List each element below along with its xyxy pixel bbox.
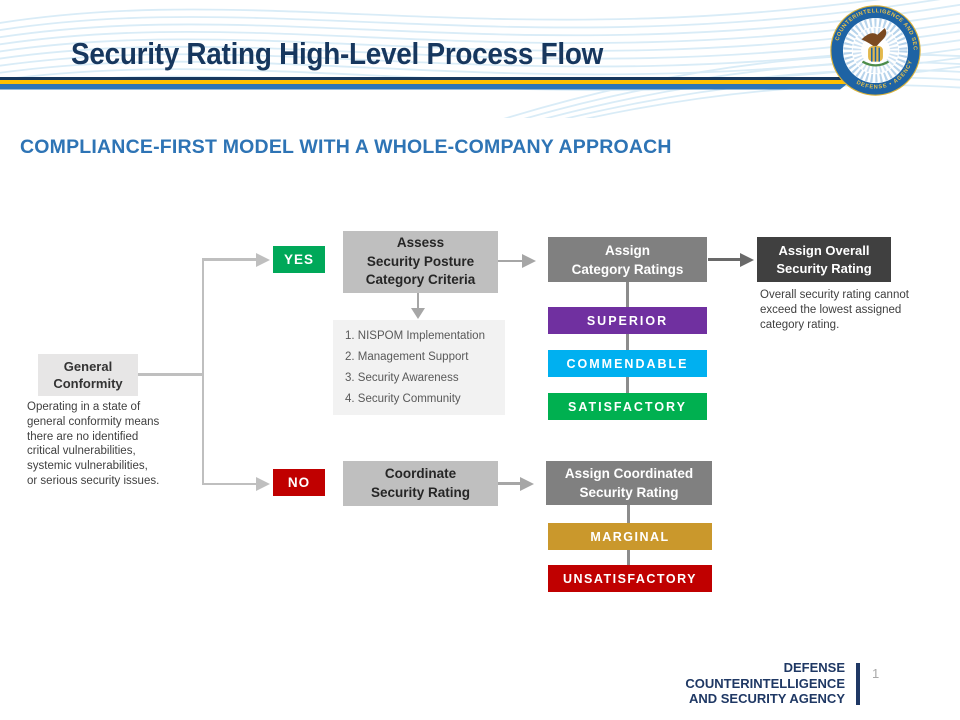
rating-chip-superior: SUPERIOR xyxy=(548,307,707,334)
footer-divider xyxy=(856,663,860,705)
eagle-glyph xyxy=(861,28,887,48)
general-conformity-box: General Conformity xyxy=(38,354,138,396)
page-number: 1 xyxy=(872,666,880,681)
connector-line xyxy=(138,373,203,376)
rating-chip-satisfactory: SATISFACTORY xyxy=(548,393,707,420)
page-title: Security Rating High-Level Process Flow xyxy=(71,36,604,71)
category-criteria-list: 1. NISPOM Implementation 2. Management S… xyxy=(333,320,505,415)
connector-line xyxy=(498,259,523,262)
connector-line xyxy=(416,293,419,309)
no-badge: NO xyxy=(273,469,325,496)
yes-badge: YES xyxy=(273,246,325,273)
title-rule xyxy=(0,77,856,90)
arrow-right-icon xyxy=(520,476,534,491)
connector-line xyxy=(498,482,521,485)
assign-overall-rating-box: Assign Overall Security Rating xyxy=(757,237,891,282)
criteria-item: 1. NISPOM Implementation xyxy=(345,330,485,343)
overall-rating-note: Overall security rating cannot exceed th… xyxy=(760,289,909,331)
connector-line xyxy=(708,258,741,261)
connector-line xyxy=(626,282,629,394)
rating-chip-commendable: COMMENDABLE xyxy=(548,350,707,377)
arrow-right-icon xyxy=(740,252,754,267)
assign-category-ratings-box: Assign Category Ratings xyxy=(548,237,707,282)
criteria-item: 2. Management Support xyxy=(345,351,469,364)
arrow-down-icon xyxy=(410,308,425,319)
agency-seal-icon: COUNTERINTELLIGENCE AND SECURITY DEFENSE… xyxy=(829,4,921,96)
criteria-item: 4. Security Community xyxy=(345,392,461,405)
arrow-right-icon xyxy=(256,252,270,267)
rating-chip-unsatisfactory: UNSATISFACTORY xyxy=(548,565,712,592)
footer-agency-name: DEFENSE COUNTERINTELLIGENCE AND SECURITY… xyxy=(685,660,845,706)
assess-security-posture-box: Assess Security Posture Category Criteri… xyxy=(343,231,498,293)
subtitle: COMPLIANCE-FIRST MODEL WITH A WHOLE-COMP… xyxy=(20,136,672,158)
assign-coordinated-rating-box: Assign Coordinated Security Rating xyxy=(546,461,712,505)
connector-line xyxy=(202,482,256,485)
connector-line xyxy=(202,258,256,261)
coordinate-security-rating-box: Coordinate Security Rating xyxy=(343,461,498,506)
rating-chip-marginal: MARGINAL xyxy=(548,523,712,550)
arrow-right-icon xyxy=(256,477,270,491)
connector-line xyxy=(201,258,204,485)
general-conformity-note: Operating in a state of general conformi… xyxy=(27,401,160,487)
criteria-item: 3. Security Awareness xyxy=(345,371,459,384)
arrow-right-icon xyxy=(522,254,536,268)
